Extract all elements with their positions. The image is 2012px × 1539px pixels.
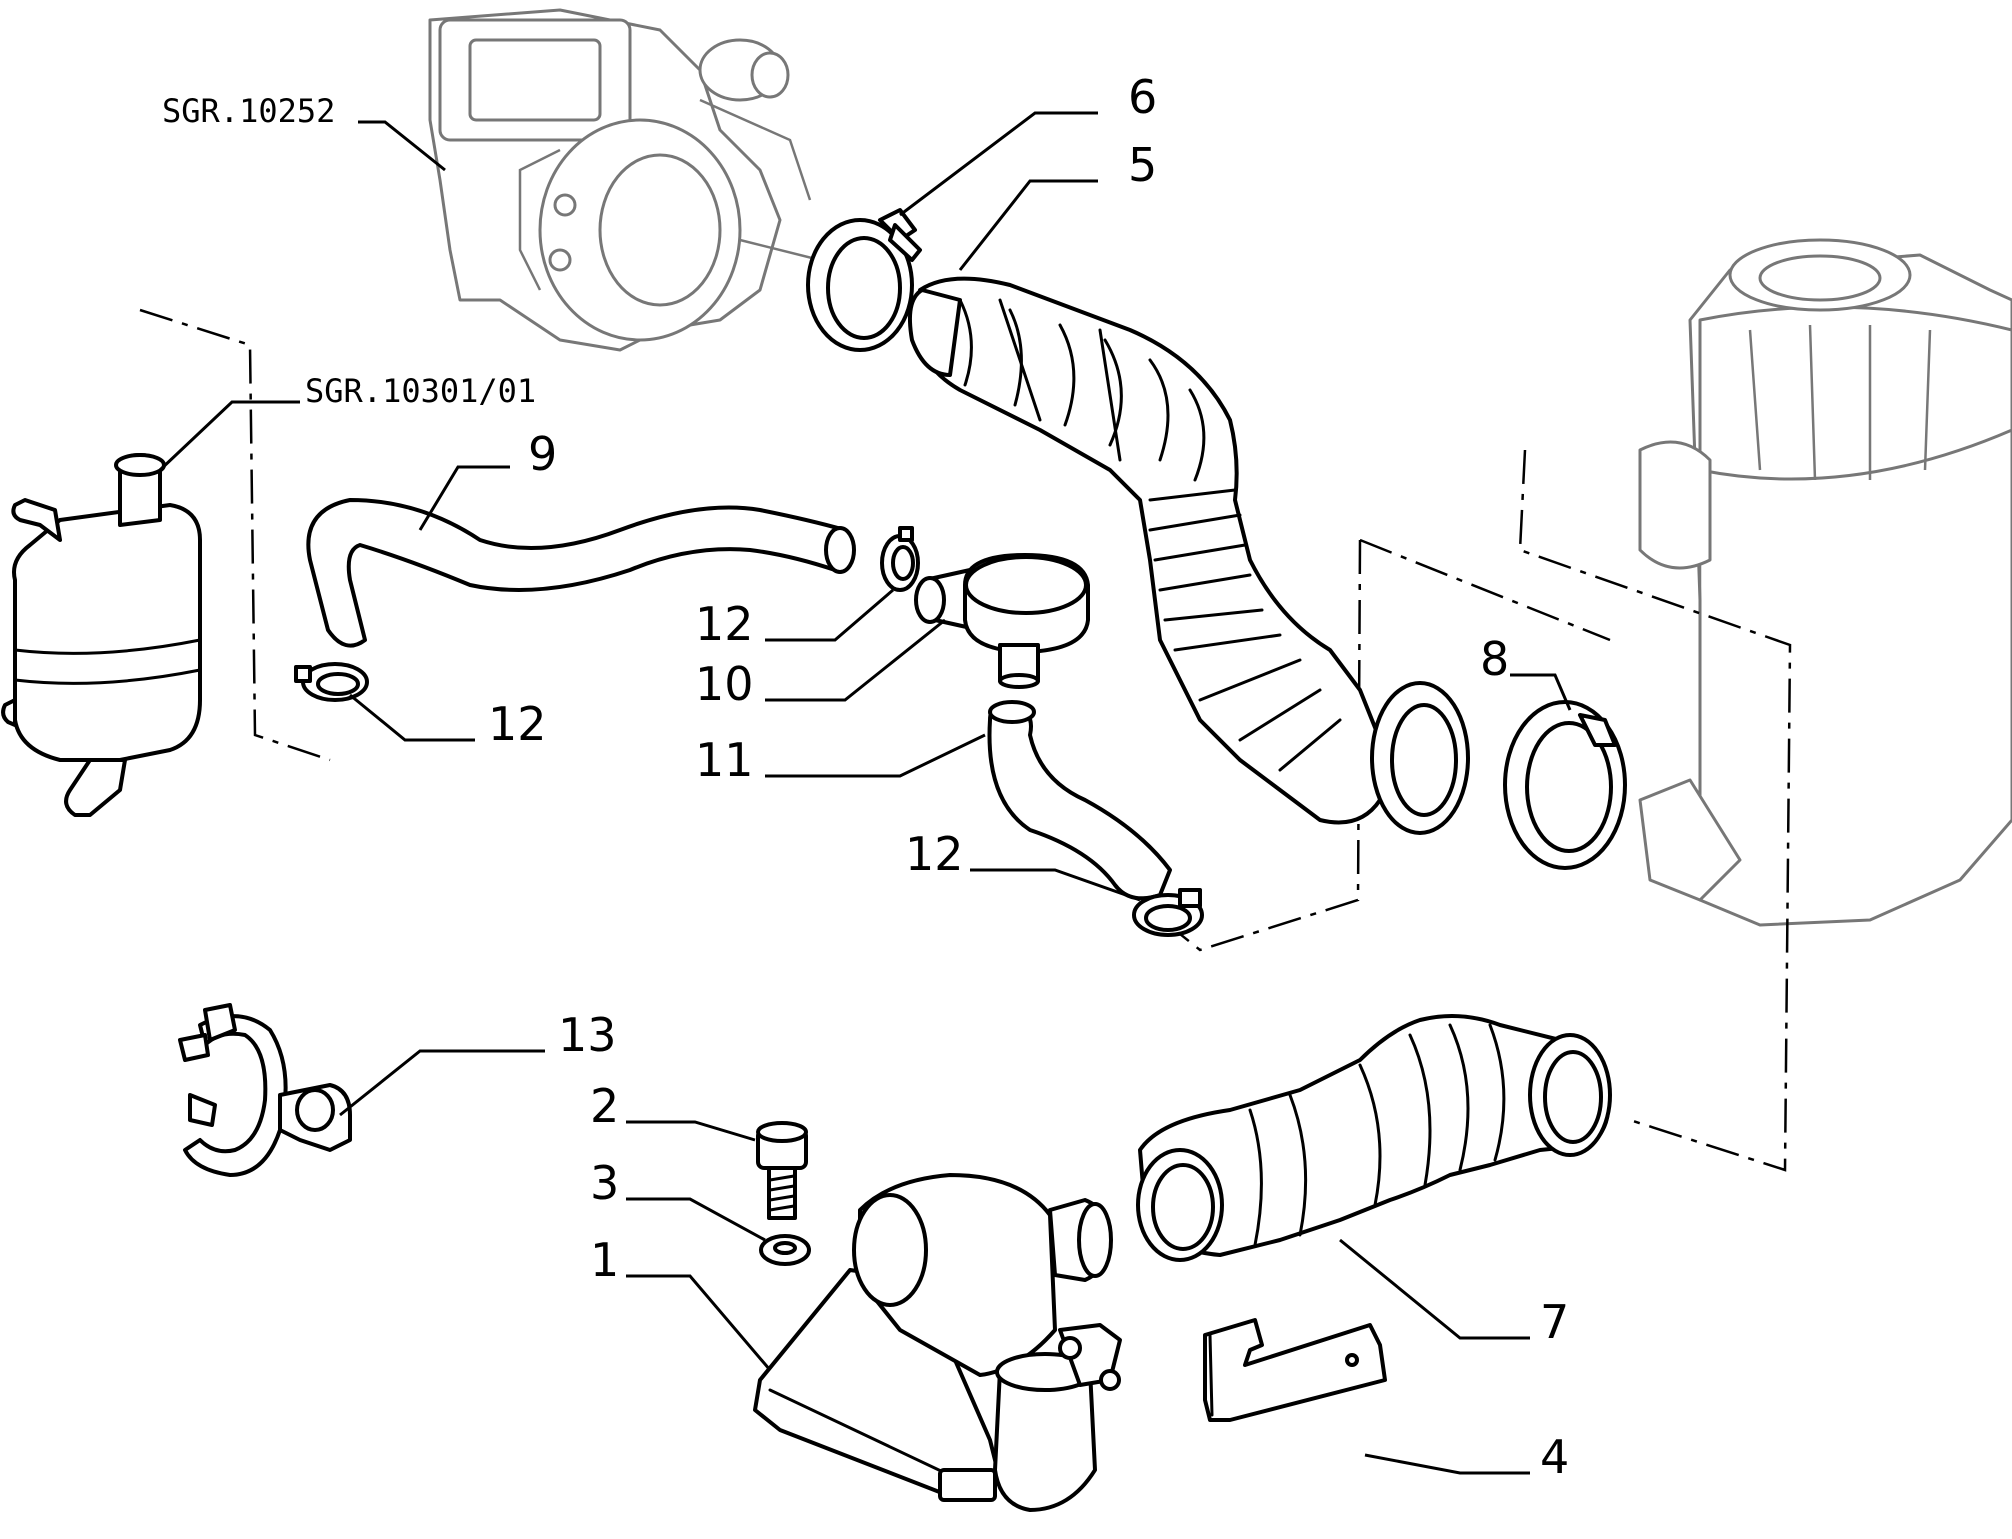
callout-6: 6	[1128, 70, 1157, 124]
callout-12-lower: 12	[905, 827, 964, 881]
callout-7: 7	[1540, 1295, 1569, 1349]
leader-11	[765, 733, 986, 778]
bracket-4	[1203, 1318, 1387, 1422]
air-filter-ghost	[1638, 238, 2012, 927]
callout-3: 3	[590, 1156, 619, 1210]
leader-7	[1339, 1238, 1530, 1340]
label-ref-tank: SGR.10301/01	[305, 372, 536, 410]
leader-9	[418, 465, 510, 531]
washer-3	[759, 1234, 811, 1266]
callout-10: 10	[695, 657, 754, 711]
callout-12-valve: 12	[695, 597, 754, 651]
callout-11: 11	[695, 733, 754, 787]
leader-13	[339, 1049, 545, 1117]
hose-11	[987, 700, 1172, 901]
leader-8	[1510, 673, 1572, 711]
leader-10	[765, 618, 946, 702]
leader-ref-tank	[158, 400, 300, 472]
clamp-12-left	[294, 662, 369, 702]
leader-lines	[158, 111, 1572, 1475]
label-ref-turbo: SGR.10252	[162, 92, 335, 130]
leader-2	[626, 1120, 756, 1142]
precleaner-1	[753, 1173, 1122, 1512]
leader-12-valve	[765, 588, 894, 642]
callout-9: 9	[528, 427, 557, 481]
valve-10	[914, 553, 1090, 689]
leader-6	[899, 111, 1098, 217]
clamp-12-lower	[1132, 888, 1204, 937]
clamp-12-valve	[880, 526, 920, 592]
leader-12-left	[349, 693, 475, 742]
leader-5	[958, 179, 1098, 271]
callout-4: 4	[1540, 1430, 1569, 1484]
expansion-tank	[1, 453, 202, 817]
turbocharger-ghost	[428, 8, 832, 352]
callout-8: 8	[1480, 632, 1509, 686]
pipe-7	[1136, 1014, 1612, 1262]
leader-12-lower	[970, 868, 1141, 902]
clamp-8	[1503, 700, 1627, 870]
leader-1	[626, 1274, 772, 1371]
clamp-13	[178, 1003, 352, 1177]
bolt-2	[756, 1121, 808, 1220]
callout-12-left: 12	[488, 697, 547, 751]
leader-4	[1364, 1453, 1530, 1475]
leader-3	[626, 1197, 766, 1242]
callout-2: 2	[590, 1079, 619, 1133]
callout-5: 5	[1128, 138, 1157, 192]
leader-ref-turbo	[358, 120, 446, 172]
hose-9	[306, 498, 856, 648]
callout-13: 13	[558, 1008, 617, 1062]
intake-hose-5	[908, 276, 1470, 835]
callout-1: 1	[590, 1233, 619, 1287]
clamp-6	[806, 208, 922, 352]
labels: SGR.10252 SGR.10301/01 6 5 9 12 10 11 12…	[162, 70, 1569, 1484]
